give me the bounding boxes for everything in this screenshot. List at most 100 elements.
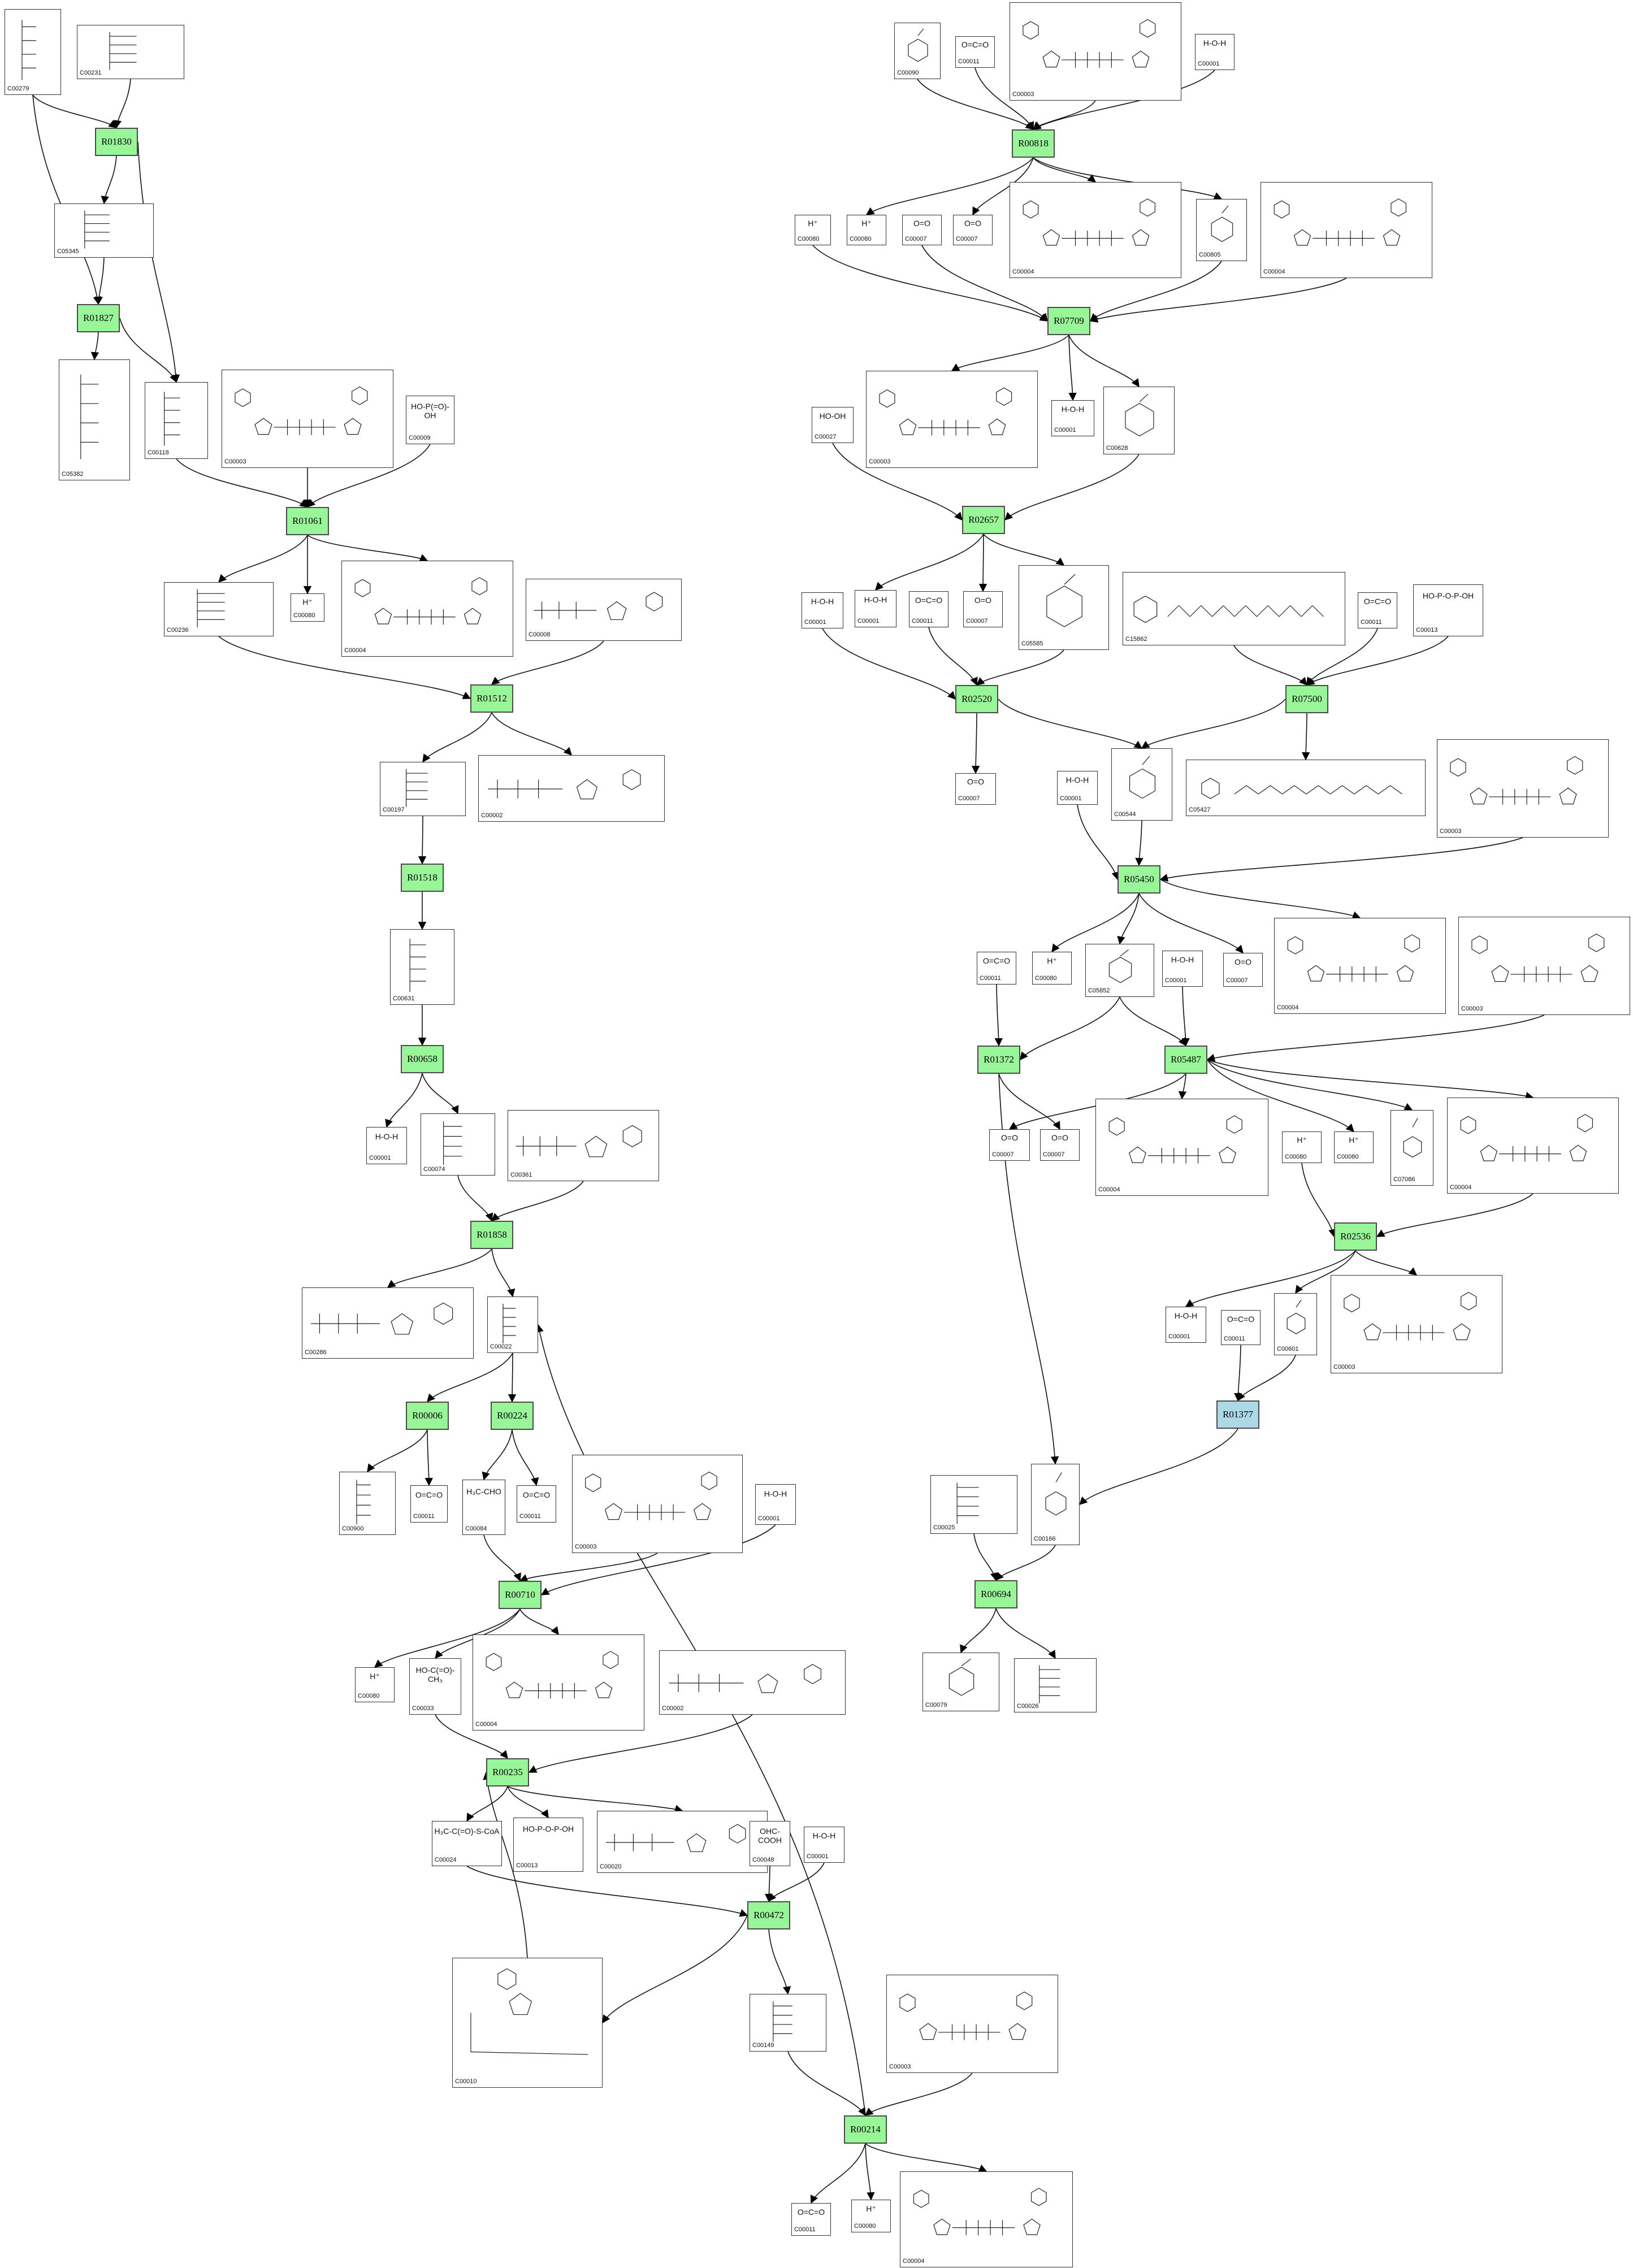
compound-node-a13[interactable]: C00002 [478, 755, 665, 822]
compound-node-b48[interactable]: C00166 [1031, 1464, 1080, 1545]
reaction-node-r02520[interactable]: R02520 [955, 685, 998, 713]
compound-node-b10[interactable]: C00805 [1196, 199, 1247, 261]
compound-node-b20[interactable]: C05585 [1019, 565, 1109, 650]
compound-node-b41[interactable]: C07086 [1391, 1110, 1433, 1186]
reaction-node-r01830[interactable]: R01830 [95, 128, 138, 156]
compound-node-a28[interactable]: C00004 [473, 1634, 644, 1731]
compound-node-a5[interactable]: C00118 [145, 382, 208, 459]
compound-node-b9[interactable]: C00004 [1010, 182, 1181, 278]
reaction-node-r02657[interactable]: R02657 [962, 506, 1005, 534]
compound-node-a20[interactable]: C00900 [339, 1472, 396, 1535]
reaction-node-r02536[interactable]: R02536 [1334, 1222, 1377, 1251]
compound-node-a40[interactable]: C00004 [900, 2171, 1073, 2267]
reaction-node-r05450[interactable]: R05450 [1117, 865, 1160, 894]
compound-node-b39[interactable]: H⁺C00080 [1282, 1131, 1322, 1163]
compound-node-a6[interactable]: C00003 [222, 370, 393, 468]
reaction-node-r00818[interactable]: R00818 [1012, 129, 1055, 158]
reaction-node-r01858[interactable]: R01858 [470, 1221, 513, 1249]
reaction-node-r00235[interactable]: R00235 [486, 1758, 529, 1786]
compound-node-a17[interactable]: C00361 [508, 1110, 659, 1181]
compound-node-a12[interactable]: C00197 [380, 762, 466, 816]
compound-node-b38[interactable]: C00004 [1095, 1099, 1268, 1196]
compound-node-b6[interactable]: H⁺C00080 [847, 215, 886, 245]
reaction-node-r00710[interactable]: R00710 [499, 1581, 542, 1609]
compound-node-b46[interactable]: C00003 [1331, 1275, 1502, 1373]
compound-node-b1[interactable]: C00090 [894, 23, 941, 79]
compound-node-a1[interactable]: C00279 [5, 9, 61, 95]
compound-node-b35[interactable]: C00003 [1458, 917, 1630, 1015]
compound-node-a14[interactable]: C00631 [390, 929, 454, 1005]
compound-node-a3[interactable]: C05345 [54, 203, 154, 258]
reaction-node-r07709[interactable]: R07709 [1047, 307, 1090, 335]
compound-node-b21[interactable]: C15862 [1123, 572, 1345, 645]
reaction-node-r00472[interactable]: R00472 [747, 1901, 790, 1929]
compound-node-b47[interactable]: C00025 [930, 1475, 1017, 1534]
reaction-node-r07500[interactable]: R07500 [1285, 685, 1328, 713]
compound-node-a18[interactable]: C00286 [302, 1287, 474, 1359]
compound-node-a35[interactable]: C00010 [452, 1958, 603, 2088]
compound-node-b42[interactable]: C00004 [1447, 1098, 1619, 1194]
compound-node-a10[interactable]: C00004 [341, 561, 513, 657]
compound-node-a24[interactable]: C00003 [572, 1455, 743, 1553]
compound-node-b30[interactable]: H⁺C00080 [1032, 952, 1072, 985]
compound-node-b3[interactable]: C00003 [1010, 2, 1181, 101]
reaction-node-r01512[interactable]: R01512 [470, 684, 513, 713]
compound-node-b13[interactable]: C00003 [866, 371, 1038, 468]
reaction-node-r00658[interactable]: R00658 [401, 1045, 444, 1073]
compound-node-a9[interactable]: H⁺C00080 [291, 593, 324, 622]
reaction-node-r01827[interactable]: R01827 [77, 304, 120, 332]
compound-node-b34[interactable]: C00004 [1274, 918, 1446, 1014]
compound-node-a29[interactable]: C00002 [659, 1650, 846, 1715]
compound-node-b49[interactable]: C00079 [922, 1653, 999, 1711]
reaction-node-r00214[interactable]: R00214 [844, 2115, 887, 2144]
compound-node-a36[interactable]: C00149 [750, 1994, 826, 2052]
compound-node-a11[interactable]: C00008 [526, 579, 682, 641]
compound-node-a19[interactable]: C00022 [487, 1296, 538, 1353]
compound-node-a26[interactable]: H⁺C00080 [355, 1667, 395, 1702]
compound-node-b26[interactable]: C00544 [1111, 748, 1172, 821]
compound-node-a4[interactable]: C05382 [59, 359, 130, 480]
compound-node-b31[interactable]: C05852 [1085, 944, 1154, 997]
reaction-node-r00694[interactable]: R00694 [974, 1580, 1017, 1608]
compound-node-b5[interactable]: H⁺C00080 [795, 215, 831, 245]
compound-node-b40[interactable]: H⁺C00080 [1334, 1131, 1374, 1163]
compound-node-a2[interactable]: C00231 [77, 25, 184, 79]
compound-node-b50[interactable]: C00026 [1014, 1658, 1097, 1712]
reaction-node-r01518[interactable]: R01518 [401, 864, 444, 892]
reaction-node-r01377[interactable]: R01377 [1216, 1400, 1259, 1429]
compound-node-b27[interactable]: C05427 [1186, 760, 1426, 816]
reaction-node-r00006[interactable]: R00006 [406, 1402, 449, 1430]
reaction-node-r01061[interactable]: R01061 [286, 507, 329, 535]
compound-node-b45[interactable]: C00601 [1274, 1293, 1317, 1355]
